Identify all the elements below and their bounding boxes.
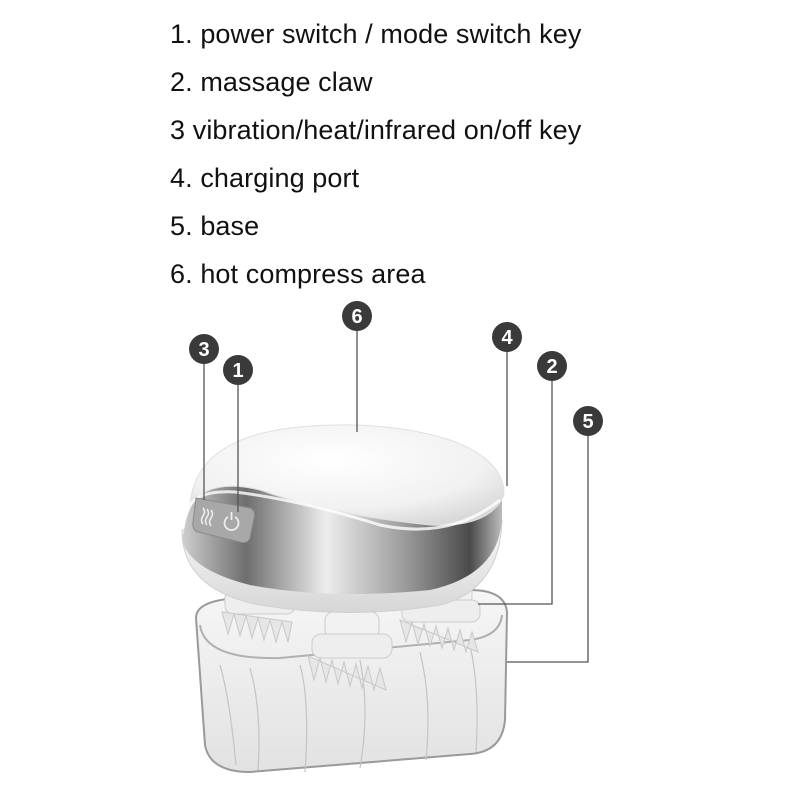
marker-3: 3 <box>189 334 219 364</box>
marker-2: 2 <box>537 351 567 381</box>
marker-5: 5 <box>573 406 603 436</box>
power-icon[interactable] <box>223 512 240 531</box>
svg-text:2: 2 <box>546 356 557 378</box>
marker-6: 6 <box>342 301 372 331</box>
massage-claw-front <box>307 611 393 692</box>
svg-text:1: 1 <box>232 360 243 382</box>
svg-text:4: 4 <box>501 327 513 349</box>
massager-body <box>181 424 505 613</box>
parts-legend: 1. power switch / mode switch key 2. mas… <box>170 14 581 302</box>
svg-text:3: 3 <box>198 339 209 361</box>
legend-item-massage-claw: 2. massage claw <box>170 67 373 97</box>
leader-lines <box>203 331 589 663</box>
svg-text:5: 5 <box>582 411 593 433</box>
legend-item-charging-port: 4. charging port <box>170 163 360 193</box>
legend-item-base: 5. base <box>170 211 260 241</box>
marker-1: 1 <box>223 355 253 385</box>
marker-4: 4 <box>492 322 522 352</box>
legend-item-vibration-key: 3 vibration/heat/infrared on/off key <box>170 115 582 145</box>
control-panel <box>192 497 255 543</box>
heat-wave-icon[interactable] <box>200 507 214 527</box>
legend-item-hot-compress: 6. hot compress area <box>170 259 426 289</box>
svg-text:6: 6 <box>351 306 362 328</box>
legend-item-power-switch: 1. power switch / mode switch key <box>170 19 582 49</box>
